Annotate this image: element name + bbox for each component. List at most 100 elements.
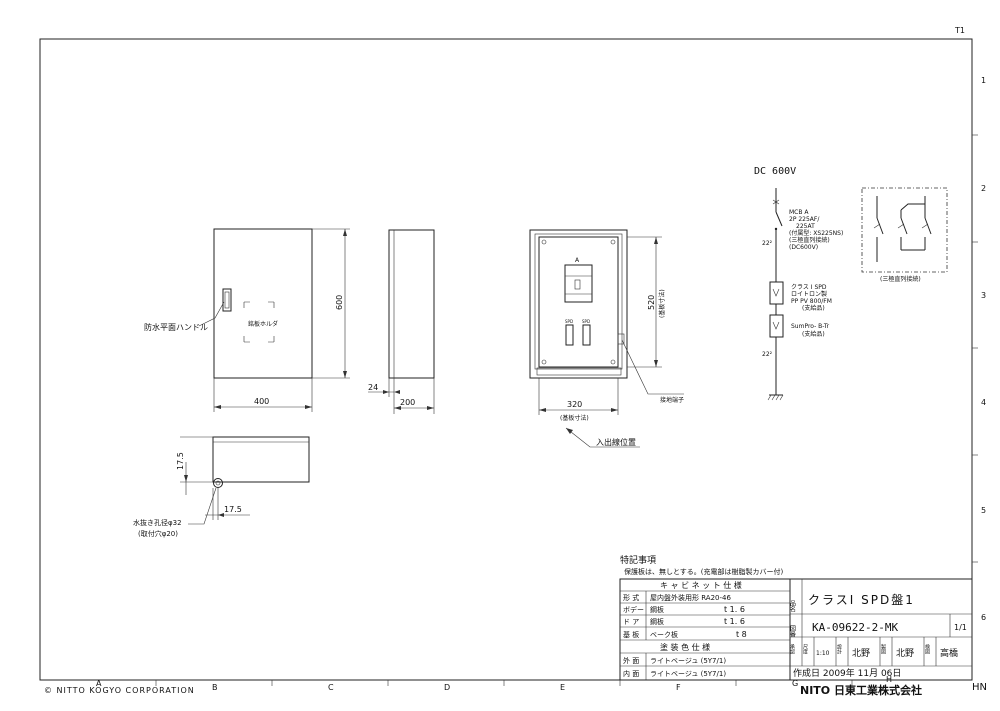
bottom-dim-vertical: 17.5 (176, 452, 185, 470)
mcb-line-5: (三極直列接続) (789, 236, 830, 244)
wire-size-bottom: 22² (762, 351, 773, 358)
side-depth-dim: 200 (400, 398, 415, 407)
handle-label: 防水平面ハンドル (144, 322, 208, 332)
front-height-dim: 600 (335, 295, 344, 310)
sheet-id: T1 (954, 26, 965, 35)
side-cabinet (388, 229, 435, 379)
notes-line-1: 保護板は、無しとする。(充電部は樹脂製カバー付) (624, 567, 784, 576)
drain-hole-label: 水抜き孔径φ32 (133, 518, 182, 527)
approve-label: 承認 (789, 643, 795, 655)
spd-module-1 (565, 324, 574, 346)
spec-row-4-value: ベーク板 (650, 630, 678, 639)
mcb-line-6: (DC600V) (789, 244, 818, 251)
company-left: © NITTO KOGYO CORPORATION (44, 686, 195, 695)
design-label: 設計 (836, 643, 842, 655)
company-right: NITO 日東工業株式会社 (800, 683, 922, 697)
row-6: 6 (981, 613, 986, 622)
paint-row-1-value: ライトベージュ (5Y7/1) (650, 657, 726, 665)
spd-module-2 (582, 324, 591, 346)
mcb-line-2: 2P 225AF/ (789, 216, 820, 223)
label-holder-icon (243, 301, 275, 343)
ground-icon (767, 394, 784, 401)
breaker-icon (564, 264, 593, 303)
spd-label-2: SPD (582, 319, 590, 324)
paint-row-2-label: 内 面 (623, 669, 639, 678)
spd-box-icon (769, 281, 784, 305)
inner-height-note: (基板寸法) (658, 289, 666, 318)
spec-row-4-label: 基 板 (623, 630, 639, 639)
cable-entry-label: 入出線位置 (596, 437, 636, 447)
trip-box-icon (769, 314, 784, 338)
spec-row-1-value: 屋内盤外装用形 RA20-46 (650, 593, 731, 602)
spec-row-2-label: ボデー (623, 605, 644, 614)
spec-row-2-tail: t 1. 6 (724, 605, 745, 614)
check-label: 検図 (924, 643, 930, 655)
label-holder-text: 銘板ホルダ (248, 320, 278, 328)
spec-row-4-tail: t 8 (736, 630, 747, 639)
bottom-view: 17.5 17.5 水抜き孔径φ32 (取付穴φ20) (133, 436, 310, 538)
mcb-line-3: 225AT (796, 223, 815, 230)
series-detail-box (861, 187, 948, 273)
spec-row-3-tail: t 1. 6 (724, 617, 745, 626)
inner-height-dim: 520 (647, 295, 656, 310)
inner-width-note: (基板寸法) (560, 414, 589, 422)
three-pole-switch-icon (873, 196, 932, 262)
row-1: 1 (981, 76, 986, 85)
drawing-number-label: 図番 (789, 625, 796, 638)
spd-line-4: (支給品) (802, 304, 825, 312)
trip-line-1: SumPro- B-Tr (791, 323, 830, 330)
voltage-label: DC 600V (754, 166, 796, 177)
side-view: 24 200 (368, 229, 435, 414)
product-name: クラスⅠ SPD盤1 (808, 593, 915, 607)
scale-value: 1:10 (816, 650, 830, 657)
spec-row-3-label: ド ア (623, 618, 639, 626)
sheet-border (39, 38, 973, 681)
title-block: キ ャ ビ ネ ッ ト 仕 様 形 式 屋内盤外装用形 RA20-46 ボデー … (619, 578, 973, 681)
product-name-label: 品名 (789, 600, 796, 613)
cabinet-spec-heading: キ ャ ビ ネ ッ ト 仕 様 (660, 580, 742, 590)
spd-line-2: ロイトロン製 (791, 290, 827, 298)
mcb-switch-icon (775, 211, 783, 227)
col-b: B (212, 683, 218, 692)
draw-label: 製図 (880, 643, 886, 655)
handle-icon (222, 288, 232, 312)
draw-value: 北野 (896, 648, 914, 659)
corner-code: HN (972, 682, 987, 693)
col-markers: A B C D E F G H (96, 675, 892, 692)
ground-terminal-icon (617, 333, 625, 345)
col-c: C (328, 683, 334, 692)
side-handle-dim: 24 (368, 383, 378, 392)
col-d: D (444, 683, 450, 692)
col-a: A (96, 679, 102, 688)
front-view: 銘板ホルダ 防水平面ハンドル 600 400 (144, 228, 350, 412)
row-4: 4 (981, 398, 986, 407)
single-line-schematic: DC 600V MCB A 2P 225AF/ 225AT (付属型: XS22… (754, 166, 948, 401)
spd-line-1: クラス I SPD (791, 284, 827, 291)
drawing-number: KA-09622-2-MK (812, 621, 898, 634)
spec-row-2-value: 鋼板 (650, 605, 664, 614)
ground-terminal-label: 接地端子 (660, 396, 684, 404)
bottom-cabinet (212, 436, 310, 483)
scale-label: 尺度 (802, 644, 808, 655)
row-3: 3 (981, 291, 986, 300)
paint-row-2-value: ライトベージュ (5Y7/1) (650, 670, 726, 678)
mount-hole-label: (取付穴φ20) (138, 529, 178, 538)
trip-line-2: (支給品) (802, 330, 825, 338)
notes-heading: 特記事項 (620, 554, 656, 566)
front-cabinet (213, 228, 313, 379)
wire-size-top: 22² (762, 240, 773, 247)
series-note: (三極直列接続) (880, 275, 921, 283)
col-f: F (676, 683, 681, 692)
bottom-dim-horizontal: 17.5 (224, 505, 242, 514)
col-e: E (560, 683, 565, 692)
spec-row-1-label: 形 式 (623, 593, 639, 602)
sheet-fraction: 1/1 (954, 623, 967, 632)
breaker-label: A (575, 257, 580, 264)
mcb-line-1: MCB A (789, 209, 809, 216)
drain-hole-icon (213, 478, 223, 488)
spd-line-3: PP PV 800/FM (791, 298, 832, 305)
design-value: 北野 (852, 648, 870, 659)
check-value: 高橋 (940, 647, 958, 659)
row-markers: 1 2 3 4 5 6 (972, 76, 986, 622)
